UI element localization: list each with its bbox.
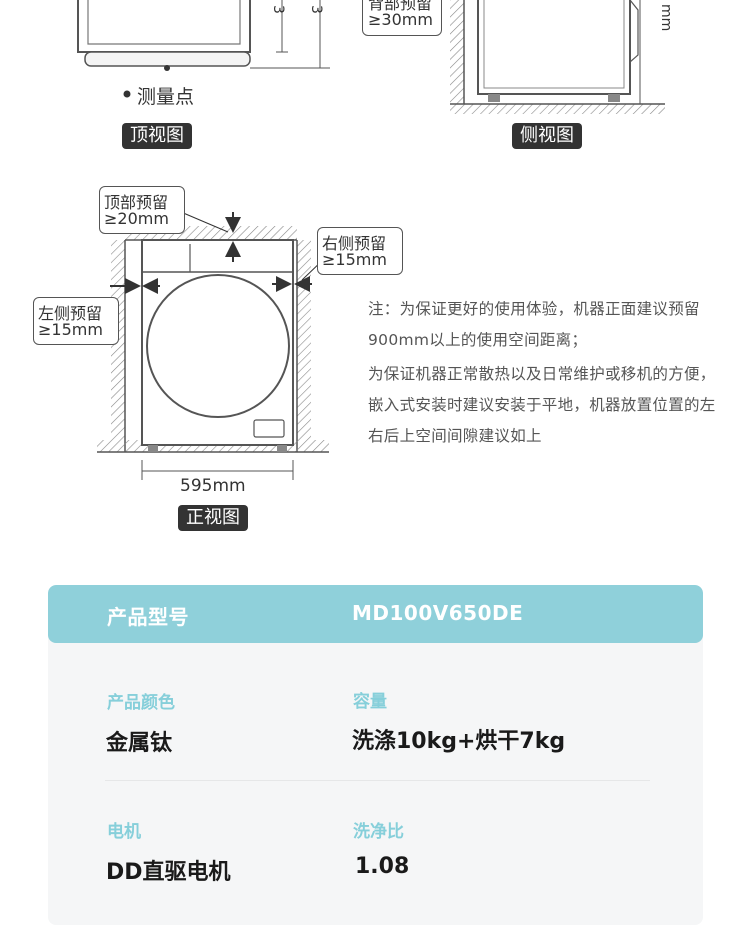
side-view-diagram: mm <box>450 0 674 114</box>
left-clearance-callout <box>33 297 119 345</box>
wash-ratio-label: 洗净比 <box>353 822 404 842</box>
top-clearance-label: 顶部预留 <box>104 193 169 212</box>
side-view-caption: 侧视图 <box>512 123 582 149</box>
back-clearance-label: 背部预留 <box>368 0 433 13</box>
spec-divider <box>105 780 650 781</box>
svg-text:3: 3 <box>308 5 324 14</box>
wash-ratio-value: 1.08 <box>355 854 410 879</box>
top-clearance-value: ≥20mm <box>104 209 169 228</box>
width-dimension-label: 595mm <box>180 476 246 496</box>
left-clearance-value: ≥15mm <box>38 320 103 339</box>
right-clearance-label: 右侧预留 <box>322 234 387 253</box>
capacity-label: 容量 <box>353 692 387 712</box>
motor-label: 电机 <box>107 822 141 842</box>
back-clearance-callout <box>362 0 442 36</box>
right-clearance-callout <box>317 227 403 275</box>
installation-note-2: 为保证机器正常散热以及日常维护或移机的方便，嵌入式安装时建议安装于平地，机器放置… <box>368 365 716 445</box>
top-view-caption: 顶视图 <box>122 123 192 149</box>
installation-diagrams: 3 3 mm <box>77 0 674 480</box>
installation-note-1: 注：为保证更好的使用体验，机器正面建议预留900mm以上的使用空间距离； <box>368 300 700 349</box>
top-view-diagram: 3 3 <box>77 0 330 98</box>
measure-point-label: 测量点 <box>137 86 195 108</box>
back-clearance-value: ≥30mm <box>368 10 433 29</box>
capacity-value: 洗涤10kg+烘干7kg <box>352 729 566 754</box>
model-label: 产品型号 <box>107 605 189 629</box>
motor-value: DD直驱电机 <box>106 860 231 885</box>
color-value: 金属钛 <box>106 731 173 756</box>
front-view-caption: 正视图 <box>178 505 248 531</box>
front-view-diagram <box>97 211 329 480</box>
spec-header: 产品型号 MD100V650DE <box>48 585 703 643</box>
spec-card: 产品型号 MD100V650DE 产品颜色 金属钛 容量 洗涤10kg+烘干7k… <box>48 585 703 925</box>
right-clearance-value: ≥15mm <box>322 250 387 269</box>
measure-point-bullet <box>123 90 131 98</box>
color-label: 产品颜色 <box>107 693 175 713</box>
left-clearance-label: 左侧预留 <box>38 304 103 323</box>
top-clearance-callout <box>99 186 185 234</box>
model-value: MD100V650DE <box>352 601 524 625</box>
svg-text:mm: mm <box>658 4 674 31</box>
svg-text:3: 3 <box>270 5 286 14</box>
